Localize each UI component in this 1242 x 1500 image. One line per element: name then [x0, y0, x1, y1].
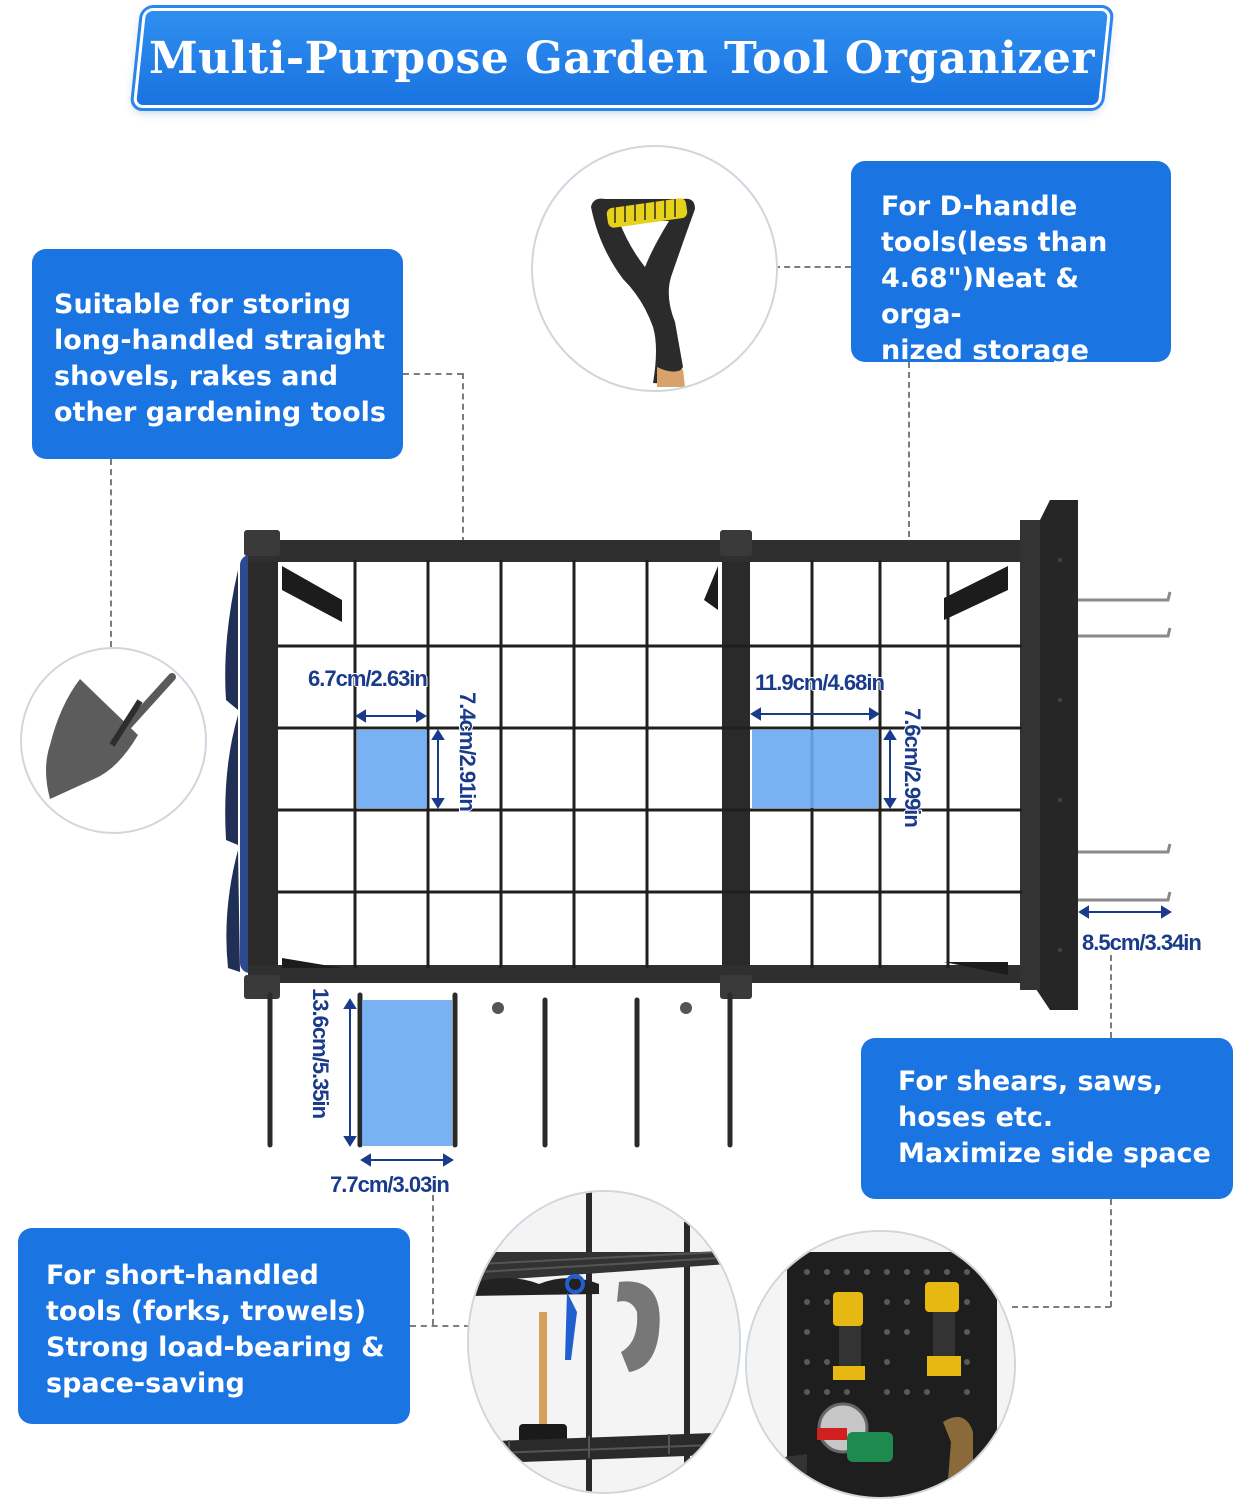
callout-d-handle: For D-handle tools(less than 4.68")Neat … — [851, 161, 1171, 366]
leader-long-v — [462, 373, 464, 543]
callout-long-handled: Suitable for storing long-handled straig… — [32, 249, 403, 459]
pegboard-detail-photo — [747, 1232, 1014, 1497]
right-slot-highlight — [752, 730, 878, 808]
leader-dhandle-v — [908, 362, 910, 537]
leader-side-down — [1110, 1199, 1112, 1307]
d-handle-grip-icon — [591, 198, 695, 387]
side-panel — [1030, 500, 1078, 1010]
dim-left-slot-height: 7.4cm/2.91in — [455, 692, 480, 811]
leader-long-h — [403, 373, 463, 375]
d-handle-detail-circle — [531, 145, 778, 392]
dim-right-slot-height: 7.6cm/2.99in — [900, 708, 925, 827]
rack-detail-circle — [467, 1190, 741, 1494]
dim-left-slot-width: 6.7cm/2.63in — [308, 666, 428, 691]
dim-hook-length: 13.6cm/5.35in — [308, 988, 333, 1119]
shovel-icon — [46, 673, 176, 799]
page-title: Multi-Purpose Garden Tool Organizer — [148, 32, 1096, 84]
top-rail — [248, 540, 1030, 562]
middle-post — [722, 536, 750, 998]
callout-short-handled: For short-handled tools (forks, trowels)… — [18, 1228, 410, 1424]
leader-side-h — [1012, 1306, 1111, 1308]
leader-short-h — [410, 1325, 470, 1327]
leader-dhandle-h — [774, 266, 851, 268]
bottom-rail — [248, 965, 1030, 983]
rack-padding — [240, 555, 278, 973]
left-post — [248, 540, 278, 980]
leader-short-v — [432, 1195, 434, 1325]
leader-side-v — [1110, 955, 1112, 1038]
dim-right-slot-width: 11.9cm/4.68in — [755, 670, 885, 695]
hook-gap-highlight — [362, 1000, 452, 1146]
rack-detail-photo — [469, 1192, 739, 1492]
dim-side-hook-width: 8.5cm/3.34in — [1082, 930, 1202, 955]
leader-long-down — [110, 459, 112, 647]
pegboard-detail-circle — [745, 1230, 1016, 1499]
shovel-detail-circle — [20, 647, 207, 834]
callout-side-space: For shears, saws, hoses etc. Maximize si… — [861, 1038, 1233, 1199]
title-banner: Multi-Purpose Garden Tool Organizer — [129, 5, 1115, 111]
dim-hook-gap: 7.7cm/3.03in — [330, 1172, 450, 1197]
left-slot-highlight — [357, 730, 427, 808]
